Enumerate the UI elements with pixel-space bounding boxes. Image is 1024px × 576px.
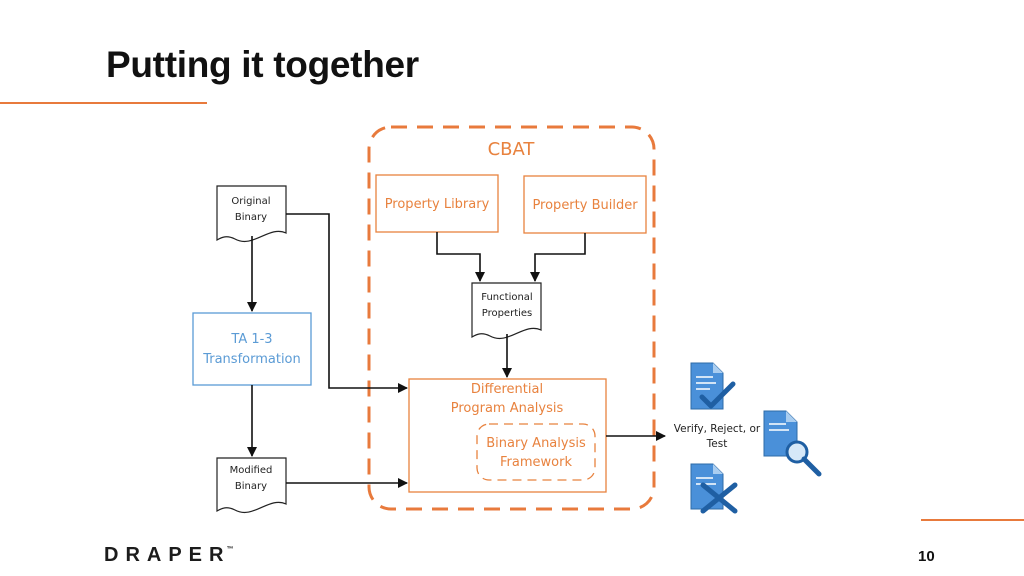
property-library-label: Property Library <box>385 197 490 212</box>
logo-trademark: ™ <box>226 546 234 553</box>
title-underline <box>0 102 207 104</box>
modified-binary-doc <box>216 457 287 513</box>
outcome-line2: Test <box>706 438 728 450</box>
logo-text: DRAPER <box>104 544 231 566</box>
functional-properties-line2: Properties <box>482 308 533 319</box>
draper-logo: DRAPER™ <box>104 544 237 567</box>
property-builder-label: Property Builder <box>532 198 638 213</box>
page-number: 10 <box>918 548 935 565</box>
footer-rule <box>921 519 1024 521</box>
cbat-container <box>367 125 656 511</box>
differential-analysis-line1: Differential <box>471 382 543 397</box>
arrow-original-to-differential <box>286 213 408 393</box>
document-search-icon <box>763 410 822 477</box>
arrow-builder-to-functional <box>530 233 586 282</box>
cbat-label: CBAT <box>488 139 536 160</box>
original-binary-doc <box>216 185 287 242</box>
property-library-box <box>375 174 499 233</box>
slide-title: Putting it together <box>106 44 419 85</box>
ta-transformation-line2: Transformation <box>202 352 301 367</box>
original-binary-line2: Binary <box>235 212 267 223</box>
functional-properties-line1: Functional <box>481 292 532 303</box>
binary-framework-box <box>476 423 596 481</box>
modified-binary-line2: Binary <box>235 481 267 492</box>
ta-transformation-box <box>192 312 312 386</box>
property-builder-box <box>523 175 647 234</box>
outcome-line1: Verify, Reject, or <box>674 423 761 435</box>
ta-transformation-line1: TA 1-3 <box>230 332 272 347</box>
arrow-library-to-functional <box>436 232 485 282</box>
binary-framework-line2: Framework <box>500 455 572 470</box>
binary-framework-line1: Binary Analysis <box>486 436 586 451</box>
document-check-icon <box>690 362 736 410</box>
functional-properties-doc <box>471 282 542 339</box>
modified-binary-line1: Modified <box>230 465 273 476</box>
document-reject-icon <box>690 463 738 514</box>
original-binary-line1: Original <box>231 196 270 207</box>
differential-analysis-line2: Program Analysis <box>451 401 564 416</box>
